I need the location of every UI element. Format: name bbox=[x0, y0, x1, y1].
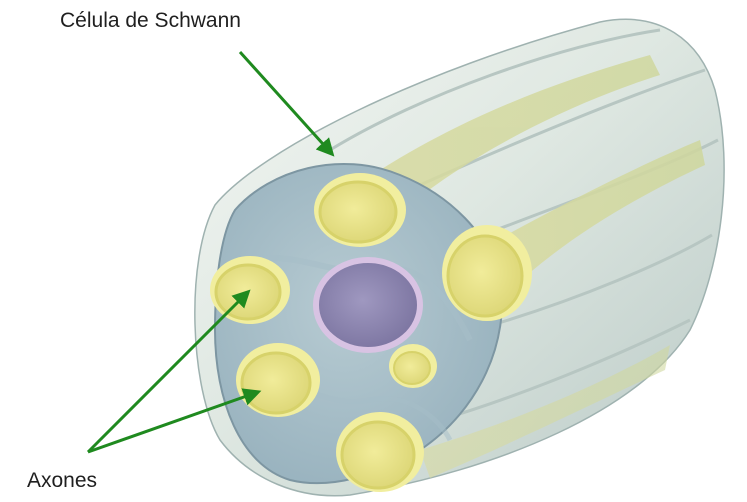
axon-small bbox=[389, 344, 437, 388]
axon-bottom bbox=[336, 412, 424, 492]
axon-right bbox=[442, 225, 532, 321]
schwann-cell-label: Célula de Schwann bbox=[60, 10, 241, 31]
axon-left-lower bbox=[236, 343, 320, 417]
nucleus bbox=[316, 260, 420, 350]
axon-top bbox=[314, 173, 406, 247]
arrow-schwann-cell bbox=[240, 52, 332, 154]
axon-left-upper bbox=[210, 256, 290, 324]
axons-label: Axones bbox=[27, 470, 97, 491]
